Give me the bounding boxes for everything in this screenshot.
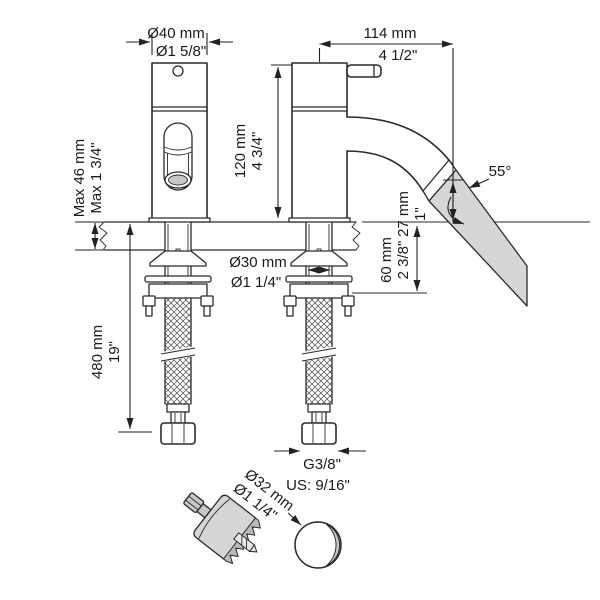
hose-neck [311,411,327,424]
mounting-hardware-right [283,219,355,317]
washer-plate [285,275,353,283]
hose-collar [307,403,331,413]
dim-shank-dia-imperial: Ø1 1/4" [231,274,281,291]
dim-shank-dia-metric: Ø30 mm [229,254,287,271]
dim-thread-metric: G3/8" [303,456,341,473]
dim-angle-label: 55° [489,163,512,180]
deck-break-right [351,221,361,251]
hose-collar [166,403,190,413]
base-flange [288,217,351,223]
dim-shank-diameter: Ø30 mm Ø1 1/4" [229,254,330,291]
supply-hose-left [160,297,196,445]
dim-height-imperial: 4 3/4" [249,132,266,171]
dim-shank-len-metric: 60 mm [378,237,395,283]
dim-shank-len-imperial: 2 3/8" [395,241,412,280]
dim-hose-length: 480 mm 19" [89,224,152,433]
hose-hex-nut [160,422,196,445]
dim-outlet-height: 27 mm 1" [395,179,463,237]
dim-height: 120 mm 4 3/4" [232,64,292,218]
handle-pin-hole [172,65,184,77]
washer-plate [144,275,212,283]
dim-body-dia-imperial: Ø1 5/8" [156,43,206,60]
dim-thread-imperial: US: 9/16" [286,477,350,494]
dim-outlet-metric: 27 mm [395,191,412,237]
dim-outlet-imperial: 1" [412,207,429,221]
dim-shank-length: 60 mm 2 3/8" [352,226,427,294]
faucet-side-view [288,62,528,307]
drill-hole [294,521,342,569]
dim-height-metric: 120 mm [232,124,249,178]
deck-break-left [98,221,108,251]
shank-cone [290,250,348,267]
hole-saw [183,492,261,565]
supply-hose-right [301,297,337,445]
dim-reach-metric: 114 mm [363,25,416,42]
dim-body-diameter: Ø40 mm Ø1 5/8" [126,25,233,60]
dim-connection-thread: G3/8" US: 9/16" [274,447,366,494]
dim-body-dia-metric: Ø40 mm [147,25,205,42]
dim-hose-len-metric: 480 mm [89,325,106,379]
faucet-front-view [148,62,211,223]
dim-deck-max-imperial: Max 1 3/4" [88,142,105,213]
dim-reach-imperial: 4 1/2" [379,47,418,64]
bolt-right [200,295,214,307]
hose-break [302,346,336,362]
base-flange [148,217,211,223]
dim-hose-len-imperial: 19" [106,341,123,363]
handle-lever [346,64,382,78]
mounting-hardware-left [142,219,214,317]
shank-cone [149,250,207,267]
bolt-left [142,295,156,307]
aerator-inner [168,174,188,186]
hose-break [161,346,195,362]
hose-neck [170,411,186,424]
dim-deck-thickness: Max 46 mm Max 1 3/4" [71,139,105,249]
hose-hex-nut [301,422,337,445]
bolt-left [283,295,297,307]
bolt-right [341,295,355,307]
dim-deck-max-metric: Max 46 mm [71,139,88,217]
hole-depth-shading [325,523,341,567]
